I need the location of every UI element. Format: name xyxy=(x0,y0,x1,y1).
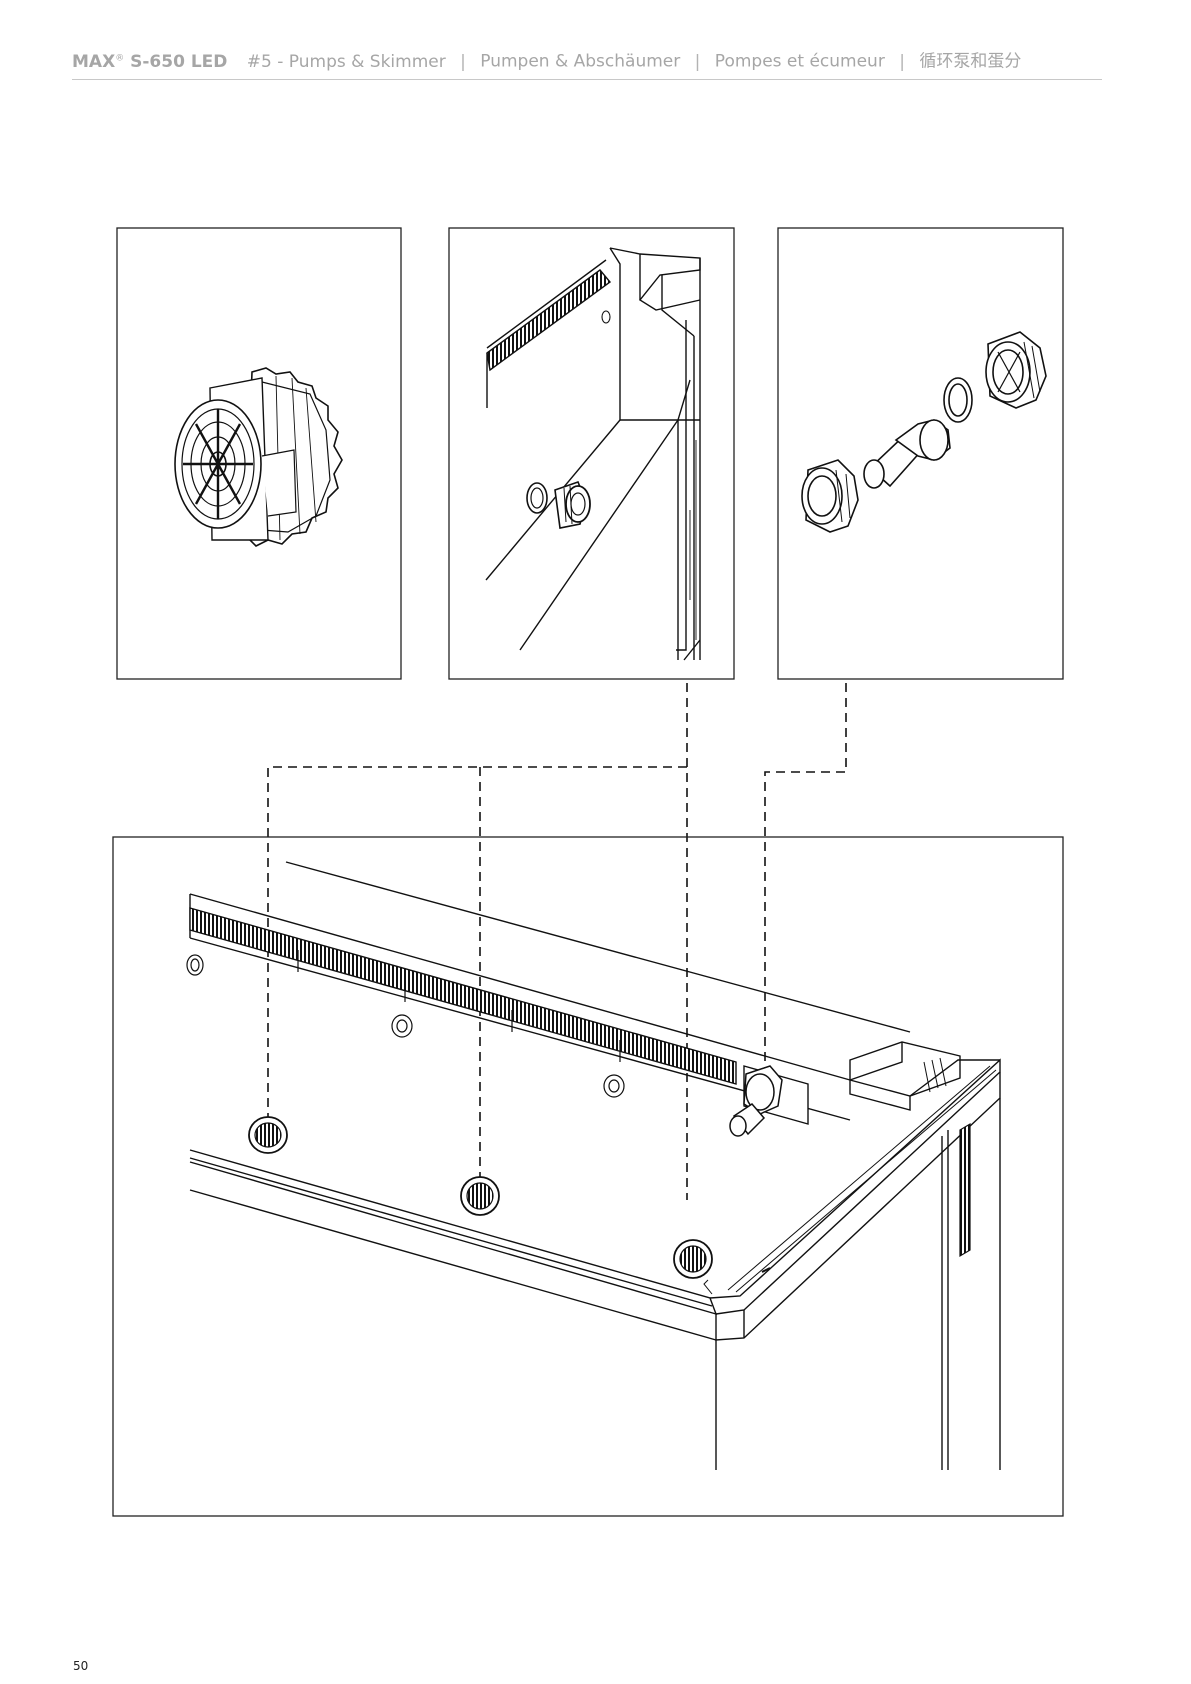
strainer-detail xyxy=(117,228,401,679)
overflow-chamber-detail xyxy=(449,228,734,679)
aquarium-icon xyxy=(187,862,1000,1470)
strainer-icon xyxy=(249,1117,712,1278)
page-number: 50 xyxy=(73,1659,88,1673)
strainer-icon xyxy=(175,368,342,546)
fitting-icon xyxy=(802,332,1046,532)
return-fitting-exploded xyxy=(778,228,1063,679)
aquarium-assembly xyxy=(113,837,1063,1516)
bulkhead-icon xyxy=(527,482,590,528)
